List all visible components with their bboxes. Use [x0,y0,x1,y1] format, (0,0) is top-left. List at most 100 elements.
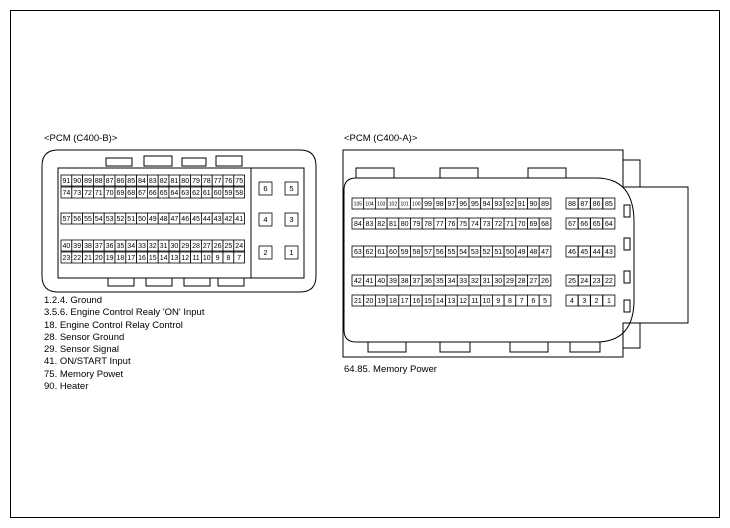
pin-number: 23 [593,278,601,285]
pin-cell [538,274,552,287]
pin-cell [602,217,616,230]
pin-number: 85 [127,178,135,185]
pin-number: 79 [192,178,200,185]
pin-number: 77 [436,221,444,228]
pin-number: 40 [377,278,385,285]
pin-number: 53 [106,216,114,223]
connector-a-rib [623,299,631,313]
pin-number: 33 [459,278,467,285]
pin-number: 30 [171,243,179,250]
pin-number: 43 [605,249,613,256]
pin-cell [233,212,246,225]
pin-number: 70 [106,190,114,197]
pin-cell [602,294,616,307]
pin-number: 19 [106,255,114,262]
pin-number: 80 [181,178,189,185]
connector-b-legend: 1.2.4. Ground 3.5.6. Engine Control Real… [44,295,204,393]
pin-cell [538,294,552,307]
pin-number: 37 [412,278,420,285]
pin-number: 65 [593,221,601,228]
pin-number: 11 [471,298,478,305]
pin-number: 84 [138,178,146,185]
pin-number: 39 [389,278,397,285]
connector-a-key [509,341,549,353]
pin-cell [602,245,616,258]
pin-number: 5 [543,298,547,305]
connector-a-key [367,341,407,353]
pin-number: 16 [138,255,146,262]
pin-cell [233,174,246,187]
pin-number: 15 [424,298,432,305]
pin-number: 8 [508,298,512,305]
pin-cell [538,217,552,230]
pin-number: 74 [471,221,479,228]
pin-number: 9 [496,298,500,305]
pin-number: 90 [73,178,81,185]
pin-number: 57 [424,249,432,256]
pin-number: 41 [366,278,374,285]
pin-cell [284,212,299,227]
pin-number: 35 [117,243,125,250]
pin-number: 9 [216,255,220,262]
pin-number: 57 [63,216,71,223]
pin-number: 100 [412,201,421,207]
pin-number: 41 [235,216,243,223]
pin-number: 72 [84,190,92,197]
pin-number: 38 [84,243,92,250]
pin-number: 36 [424,278,432,285]
pin-number: 63 [181,190,189,197]
pin-number: 70 [518,221,526,228]
pin-number: 38 [401,278,409,285]
pin-cell [258,245,273,260]
pin-number: 46 [568,249,576,256]
pin-number: 2 [595,298,599,305]
pin-number: 87 [106,178,114,185]
pin-number: 73 [73,190,81,197]
pin-number: 58 [235,190,243,197]
pin-number: 82 [160,178,168,185]
pin-cell [602,197,616,210]
pin-number: 27 [529,278,537,285]
pin-number: 7 [520,298,524,305]
pin-number: 27 [203,243,211,250]
connector-b-title: <PCM (C400-B)> [44,133,118,144]
pin-number: 92 [506,201,514,208]
pin-number: 25 [568,278,576,285]
pin-number: 14 [436,298,444,305]
pin-number: 65 [160,190,168,197]
pin-number: 73 [483,221,491,228]
connector-b-housing [41,149,317,293]
pin-number: 62 [192,190,200,197]
pin-number: 85 [605,201,613,208]
connector-a-title: <PCM (C400-A)> [344,133,418,144]
connector-b-key [183,277,211,287]
pin-cell [284,181,299,196]
pin-number: 6 [531,298,535,305]
pin-number: 43 [214,216,222,223]
pin-number: 76 [225,178,233,185]
pin-number: 19 [377,298,385,305]
pin-number: 60 [389,249,397,256]
pin-number: 97 [448,201,456,208]
pin-number: 86 [117,178,125,185]
pin-cell [602,274,616,287]
pin-number: 37 [95,243,103,250]
pin-cell [284,245,299,260]
pin-number: 81 [389,221,397,228]
pin-number: 35 [436,278,444,285]
legend-line: 29. Sensor Signal [44,344,119,356]
pin-number: 66 [580,221,588,228]
pin-number: 21 [354,298,362,305]
pin-number: 16 [412,298,420,305]
pin-number: 88 [95,178,103,185]
legend-line: 64.85. Memory Power [344,364,437,375]
pin-number: 46 [181,216,189,223]
pin-number: 52 [483,249,491,256]
legend-line: 41. ON/START Input [44,356,131,368]
pin-number: 45 [192,216,200,223]
pin-cell [538,197,552,210]
connector-b-key [107,277,135,287]
pin-number: 91 [63,178,71,185]
